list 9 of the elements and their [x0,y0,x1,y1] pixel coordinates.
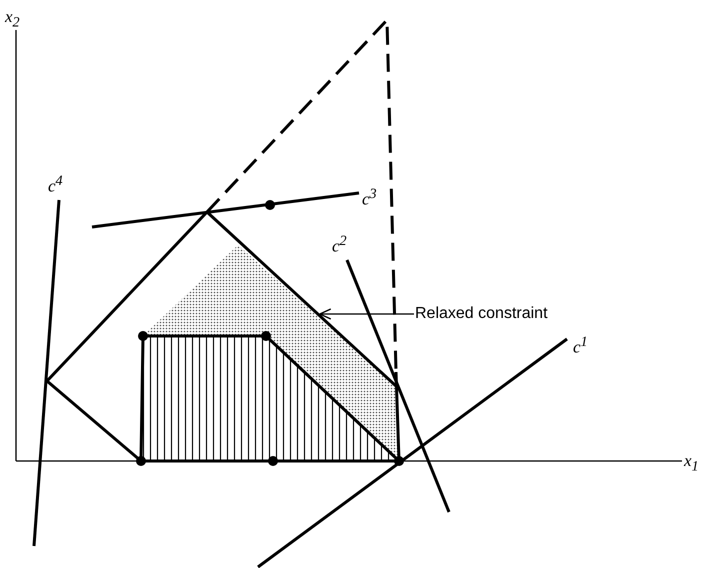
line-label: c$^{3}$ [362,185,377,209]
leader-line [318,308,414,320]
annotation-text: Relaxed constraint [415,305,548,322]
line-label: c$^{2}$ [332,232,347,256]
axis-label: x$_{2}$ [5,8,20,32]
relaxed-constraint-line [206,210,398,388]
axis-label: x$_{1}$ [684,452,699,476]
line-label: c$^{4}$ [48,172,63,196]
line-label: c$^{1}$ [573,333,588,357]
